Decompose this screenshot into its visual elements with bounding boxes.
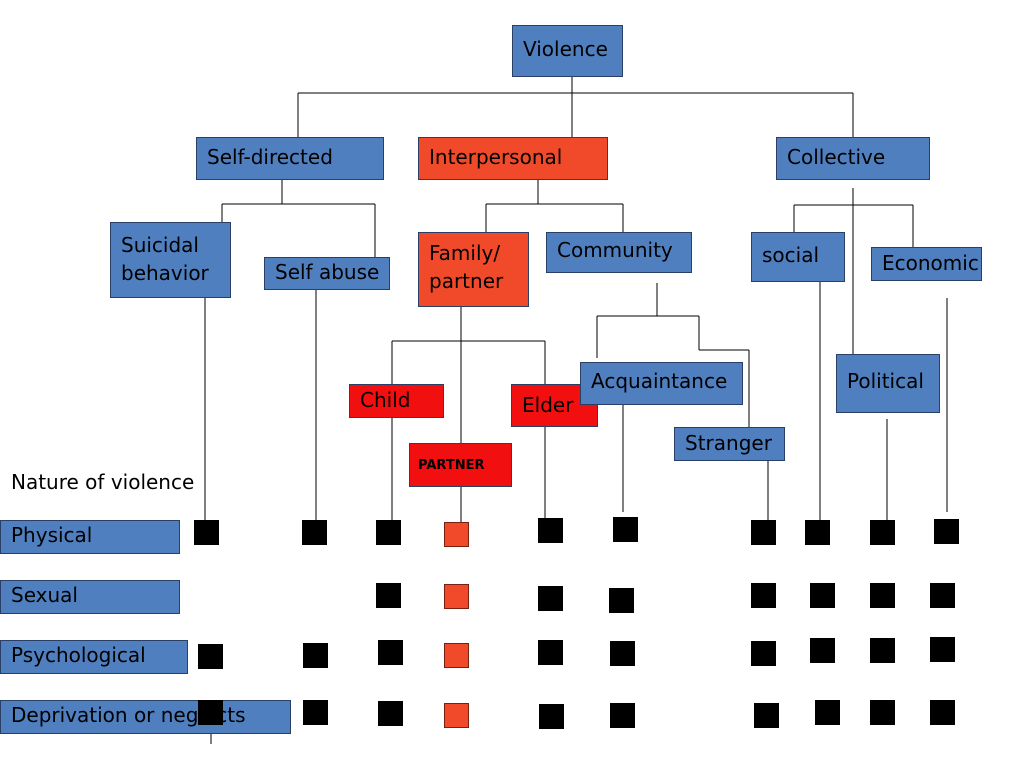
marker-sexual-political	[870, 583, 895, 608]
marker-physical-acquaintance	[613, 517, 638, 542]
political-node: Political	[836, 354, 940, 413]
community-node: Community	[546, 232, 692, 273]
marker-sexual-elder	[538, 586, 563, 611]
marker-psychological-suicidal-behavior	[198, 644, 223, 669]
marker-deprivation-suicidal-behavior	[198, 700, 223, 725]
interpersonal-node: Interpersonal	[418, 137, 608, 180]
self-directed-node: Self-directed	[196, 137, 384, 180]
marker-deprivation-economic	[930, 700, 955, 725]
marker-psychological-self-abuse	[303, 643, 328, 668]
self-abuse-node: Self abuse	[264, 257, 390, 290]
marker-psychological-social	[810, 638, 835, 663]
marker-psychological-elder	[538, 640, 563, 665]
family-partner-node: Family/ partner	[418, 232, 529, 307]
marker-psychological-political	[870, 638, 895, 663]
marker-physical-social	[805, 520, 830, 545]
marker-sexual-stranger	[751, 583, 776, 608]
partner-node: PARTNER	[409, 443, 512, 487]
row-label-psychological: Psychological	[0, 640, 188, 674]
marker-deprivation-political	[870, 700, 895, 725]
collective-node: Collective	[776, 137, 930, 180]
marker-psychological-economic	[930, 637, 955, 662]
marker-physical-child	[376, 520, 401, 545]
violence-node: Violence	[512, 25, 623, 77]
child-node: Child	[349, 384, 444, 418]
marker-sexual-child	[376, 583, 401, 608]
stranger-node: Stranger	[674, 427, 785, 461]
marker-psychological-stranger	[751, 641, 776, 666]
marker-psychological-acquaintance	[610, 641, 635, 666]
marker-physical-self-abuse	[302, 520, 327, 545]
social-node: social	[751, 232, 845, 282]
marker-deprivation-elder	[539, 704, 564, 729]
marker-physical-partner	[444, 522, 469, 547]
marker-psychological-partner	[444, 643, 469, 668]
acquaintance-node: Acquaintance	[580, 362, 743, 405]
economic-node: Economic	[871, 247, 982, 281]
marker-physical-suicidal-behavior	[194, 520, 219, 545]
marker-sexual-economic	[930, 583, 955, 608]
row-label-physical: Physical	[0, 520, 180, 554]
marker-deprivation-child	[378, 701, 403, 726]
marker-physical-economic	[934, 519, 959, 544]
marker-deprivation-acquaintance	[610, 703, 635, 728]
marker-deprivation-social	[815, 700, 840, 725]
marker-sexual-social	[810, 583, 835, 608]
row-label-sexual: Sexual	[0, 580, 180, 614]
nature-of-violence-heading: Nature of violence	[11, 470, 195, 494]
marker-sexual-acquaintance	[609, 588, 634, 613]
marker-physical-elder	[538, 518, 563, 543]
marker-deprivation-self-abuse	[303, 700, 328, 725]
marker-sexual-partner	[444, 584, 469, 609]
suicidal-behavior-node: Suicidal behavior	[110, 222, 231, 298]
row-label-deprivation-or-neglects: Deprivation or neglects	[0, 700, 291, 734]
marker-physical-stranger	[751, 520, 776, 545]
marker-psychological-child	[378, 640, 403, 665]
marker-deprivation-partner	[444, 703, 469, 728]
marker-physical-political	[870, 520, 895, 545]
marker-deprivation-stranger	[754, 703, 779, 728]
